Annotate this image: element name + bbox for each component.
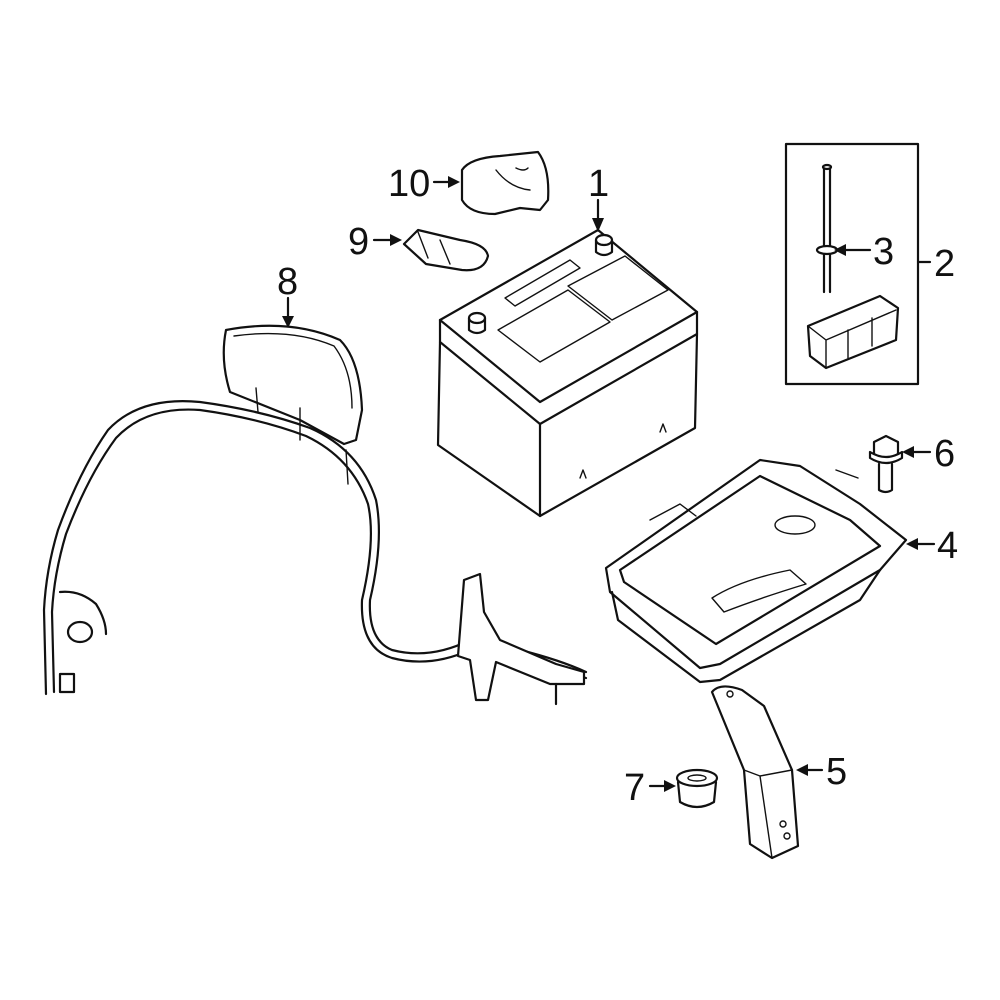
battery (436, 228, 699, 518)
battery-cable (42, 324, 588, 706)
callout-3: 3 (873, 231, 894, 273)
callout-5: 5 (826, 751, 847, 793)
small-cover (402, 228, 490, 272)
battery-tray (604, 458, 908, 684)
nut (675, 768, 719, 809)
hold-down-kit-box (784, 142, 920, 386)
callout-9: 9 (348, 221, 369, 263)
callout-labels: 1 2 3 4 5 6 7 8 9 10 (277, 163, 958, 809)
bolt (868, 434, 904, 494)
terminal-cover (460, 150, 550, 216)
callout-1: 1 (588, 163, 609, 205)
callout-8: 8 (277, 261, 298, 303)
callout-6: 6 (934, 433, 955, 475)
callout-10: 10 (388, 163, 430, 205)
tray-bracket (710, 685, 800, 860)
callout-2: 2 (934, 243, 955, 285)
leader-lines (282, 176, 936, 792)
callout-4: 4 (937, 525, 958, 567)
callout-7: 7 (624, 767, 645, 809)
